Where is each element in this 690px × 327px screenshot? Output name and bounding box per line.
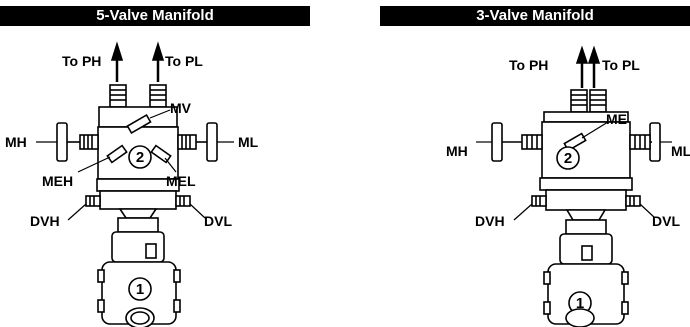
process-connector-high-right [570, 89, 588, 113]
label-dvh-right: DVH [475, 213, 505, 229]
drain-vent-dvl-right [625, 195, 641, 207]
callout-2-left: 2 [136, 149, 144, 166]
manifold-flange-right [539, 177, 633, 191]
label-ml-right: ML [671, 143, 690, 159]
label-me: ME [606, 111, 627, 127]
process-connector-high [109, 84, 127, 108]
flange-taper [118, 208, 158, 219]
leader-lines-right [476, 121, 672, 221]
valve-ml [177, 122, 218, 162]
transmitter-neck [117, 217, 159, 233]
drain-vent-dvl [175, 195, 191, 207]
callout-circle-2-left [128, 145, 152, 169]
housing-lug-left-bottom [97, 299, 105, 313]
label-ml-left: ML [238, 134, 259, 150]
conduit-entry-right [565, 308, 595, 327]
label-dvh-left: DVH [30, 213, 60, 229]
conduit-entry-left-inner [130, 311, 150, 325]
valve-mh-right [491, 122, 543, 162]
label-to-pl-right: To PL [602, 57, 640, 73]
arrow-to-pl-right [587, 45, 601, 88]
label-mh-left: MH [5, 134, 27, 150]
callout-circle-2-right [556, 146, 580, 170]
housing-lug-right-top-right [621, 271, 629, 285]
transmitter-flange-right [545, 189, 627, 211]
manifold-body-right [541, 121, 631, 179]
housing-lug-left-bottom-right [543, 301, 551, 315]
housing-lug-right-bottom-right [621, 301, 629, 315]
label-mh-right: MH [446, 143, 468, 159]
housing-lug-left-top-right [543, 271, 551, 285]
label-meh: MEH [42, 173, 73, 189]
label-to-ph-right: To PH [509, 57, 548, 73]
three-valve-diagram [476, 45, 672, 327]
transmitter-terminal-right [581, 245, 593, 261]
callout-1-right: 1 [576, 295, 584, 312]
five-valve-diagram [36, 41, 234, 327]
label-to-ph-left: To PH [62, 53, 101, 69]
flange-taper-right [565, 209, 607, 221]
arrow-to-pl [151, 41, 165, 82]
transmitter-terminal [145, 243, 157, 259]
process-connector-low-right [589, 89, 607, 113]
callout-1-left: 1 [136, 281, 144, 298]
process-connector-low [149, 84, 167, 108]
valve-ml-right [629, 122, 661, 162]
transmitter-flange [99, 190, 177, 210]
transmitter-neck-right [565, 219, 607, 235]
header-5-valve-manifold: 5-Valve Manifold [0, 6, 310, 26]
label-mv: MV [170, 100, 192, 116]
arrow-to-ph-right [575, 45, 589, 88]
housing-lug-left-top [97, 269, 105, 283]
label-to-pl-left: To PL [165, 53, 203, 69]
label-mel: MEL [166, 173, 196, 189]
header-3-valve-manifold: 3-Valve Manifold [380, 6, 690, 26]
drain-vent-dvh-right [531, 195, 547, 207]
leader-lines-left [36, 109, 234, 221]
arrow-to-ph [110, 41, 124, 82]
callout-2-right: 2 [564, 150, 572, 167]
label-dvl-left: DVL [204, 213, 232, 229]
housing-lug-right-top [173, 269, 181, 283]
valve-mv [126, 113, 152, 135]
valve-meh [106, 144, 128, 164]
label-dvl-right: DVL [652, 213, 680, 229]
callout-circle-1-left [128, 277, 152, 301]
housing-lug-right-bottom [173, 299, 181, 313]
drain-vent-dvh [85, 195, 101, 207]
valve-mh [56, 122, 99, 162]
